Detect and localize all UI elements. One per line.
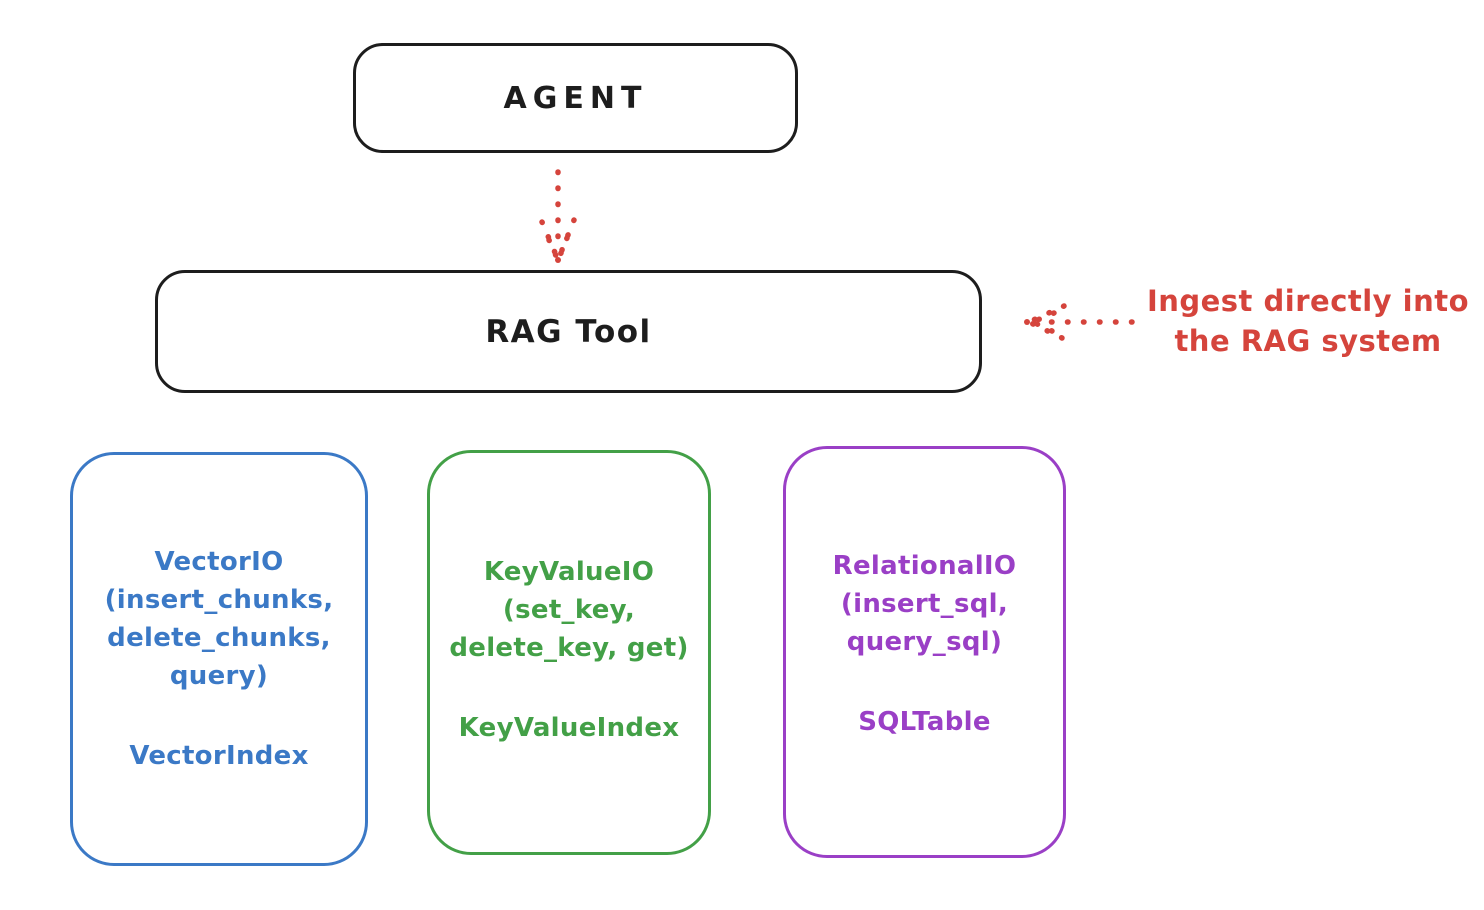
vectorio-title-line: VectorIO [154,547,284,577]
relationalio-title-line: RelationalIO [832,551,1017,581]
annotation-to-rag-arrow-icon [1028,303,1135,341]
relationalio-box: RelationalIO (insert_sql, query_sql) SQL… [783,446,1066,858]
vectorio-index-label: VectorIndex [129,741,309,771]
keyvalueio-title-line: delete_key, get) [449,633,689,663]
agent-box: AGENT [353,43,798,153]
agent-to-rag-arrow-tip [555,257,561,263]
vectorio-box: VectorIO (insert_chunks, delete_chunks, … [70,452,368,866]
relationalio-index-label: SQLTable [858,707,991,737]
keyvalueio-box: KeyValueIO (set_key, delete_key, get) Ke… [427,450,711,855]
annotation-to-rag-arrow-tip [1024,319,1030,325]
keyvalueio-title-line: (set_key, [502,595,636,625]
agent-to-rag-arrow-icon [539,169,577,261]
agent-label: AGENT [503,80,648,116]
relationalio-title-line: (insert_sql, [840,589,1009,619]
rag-tool-label: RAG Tool [485,313,652,350]
keyvalueio-index-label: KeyValueIndex [458,713,680,743]
vectorio-title-line: (insert_chunks, [104,585,334,615]
relationalio-title-line: query_sql) [846,627,1003,657]
ingest-annotation: Ingest directly into the RAG system [1136,281,1480,361]
ingest-annotation-line2: the RAG system [1174,324,1442,358]
ingest-annotation-line1: Ingest directly into [1146,284,1470,318]
rag-tool-box: RAG Tool [155,270,982,393]
keyvalueio-title-line: KeyValueIO [483,557,655,587]
vectorio-title-line: delete_chunks, [107,623,331,653]
vectorio-title-line: query) [169,661,269,691]
